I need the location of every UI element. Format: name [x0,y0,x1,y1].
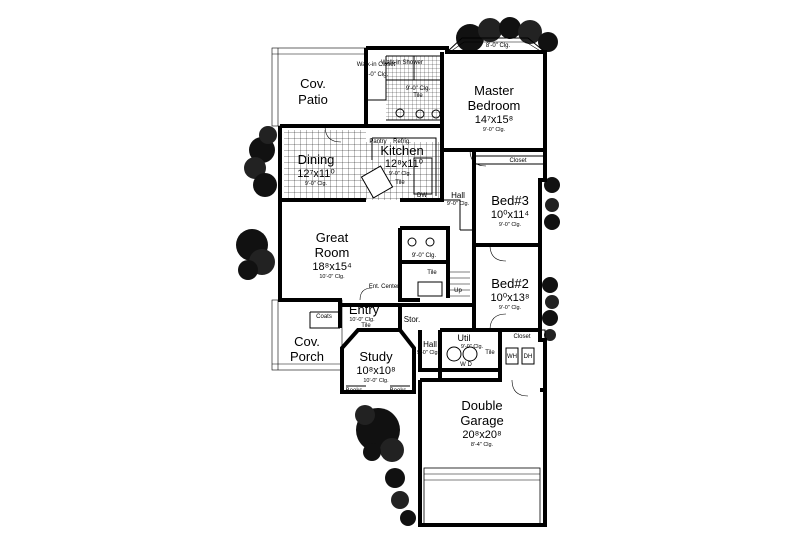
books-right-label: Books [390,388,407,394]
dh-label: DH [524,354,533,360]
master-clg: 9'-0" Clg. [483,127,506,133]
garage-name-1: Double [461,398,502,413]
walk-in-closet-label: Walk-in Closet [357,62,396,68]
entry-tile-label: Tile [361,323,371,329]
closet-bed2-label: Closet [513,334,530,340]
closet-clg-label: 9'-0" Clg. [364,72,389,78]
master-bath-tile [386,56,444,120]
shrub-left-top [244,126,277,197]
kitchen-dim: 12⁸x11⁰ [385,158,424,170]
cov-patio-name-1: Cov. [300,76,326,91]
shrub-bottom-left [355,405,416,526]
entry-clg: 10'-0" Clg. [349,317,375,323]
shrub-left-mid [236,229,275,280]
util-clg: 9'-0" Clg. [461,344,484,350]
master-name-2: Bedroom [468,98,521,113]
master-bay-window [446,37,546,53]
master-bath-tile-label: Tile [413,93,423,99]
study-dim: 10⁸x10⁸ [356,365,395,377]
master-name-1: Master [474,83,514,98]
bath2-clg-label: 9'-0" Clg. [412,253,437,259]
bed2-name: Bed#2 [491,276,529,291]
pantry-label: Pantry [369,139,386,145]
kitchen-clg: 9'-0" Clg. [389,171,412,177]
garage-name-2: Garage [460,413,503,428]
dw-label: DW [417,193,427,199]
dining-tile-floor [284,130,366,200]
study-walls [340,328,416,394]
hall-lower-clg: 9'-0" Clg. [417,350,440,356]
hall-lower-name: Hall [423,340,437,349]
up-label: Up [454,288,462,294]
great-room-dim: 18⁸x15⁴ [312,261,352,273]
garage-dim: 20⁸x20⁸ [462,429,501,441]
util-tile-label: Tile [485,350,495,356]
study-clg: 10'-0" Clg. [363,378,389,384]
stor-label: Stor. [404,315,420,324]
bath2-tile-label: Tile [427,270,437,276]
study-name: Study [359,349,393,364]
great-room-name-2: Room [315,245,350,260]
ent-center-label: Ent. Center [369,284,399,290]
refrig-label: Refrig. [393,139,411,145]
books-left-label: Books [346,388,363,394]
hall-upper-clg: 9'-0" Clg. [447,201,470,207]
garage-walls [418,370,547,527]
entry-name: Entry [349,302,380,317]
dining-clg: 9'-0" Clg. [305,181,328,187]
great-room-name-1: Great [316,230,349,245]
wd-label: W D [460,362,472,368]
cov-patio-name-2: Patio [298,92,328,107]
garage-door [423,467,541,525]
bay-clg-label: 8'-0" Clg. [486,43,511,49]
cov-porch-name-2: Porch [290,349,324,364]
bed3-dim: 10⁰x11⁴ [491,209,530,221]
garage-clg: 8'-4" Clg. [471,442,494,448]
kitchen-island [360,165,394,199]
bed3-clg: 9'-0" Clg. [499,222,522,228]
wh-label: WH [507,354,517,360]
util-name: Util [458,333,471,343]
bed2-clg: 9'-0" Clg. [499,305,522,311]
master-bath-clg-label: 9'-0" Clg. [406,86,431,92]
dining-dim: 12⁷x11⁰ [297,168,335,180]
bed2-dim: 10⁰x13⁸ [490,292,529,304]
master-dim: 14⁷x15⁸ [475,114,514,126]
dining-name: Dining [298,152,335,167]
shrub-right-bed3 [544,177,560,230]
hall-upper-name: Hall [451,191,465,200]
closet-bed3-label: Closet [509,158,526,164]
cov-porch-name-1: Cov. [294,334,320,349]
coats-label: Coats [316,314,332,320]
kitchen-name: Kitchen [380,143,423,158]
great-room-clg: 10'-0" Clg. [319,274,345,280]
walk-in-shower-label: Walk-in Shower [381,60,423,66]
kitchen-tile-label: Tile [395,180,405,186]
bed3-name: Bed#3 [491,193,529,208]
